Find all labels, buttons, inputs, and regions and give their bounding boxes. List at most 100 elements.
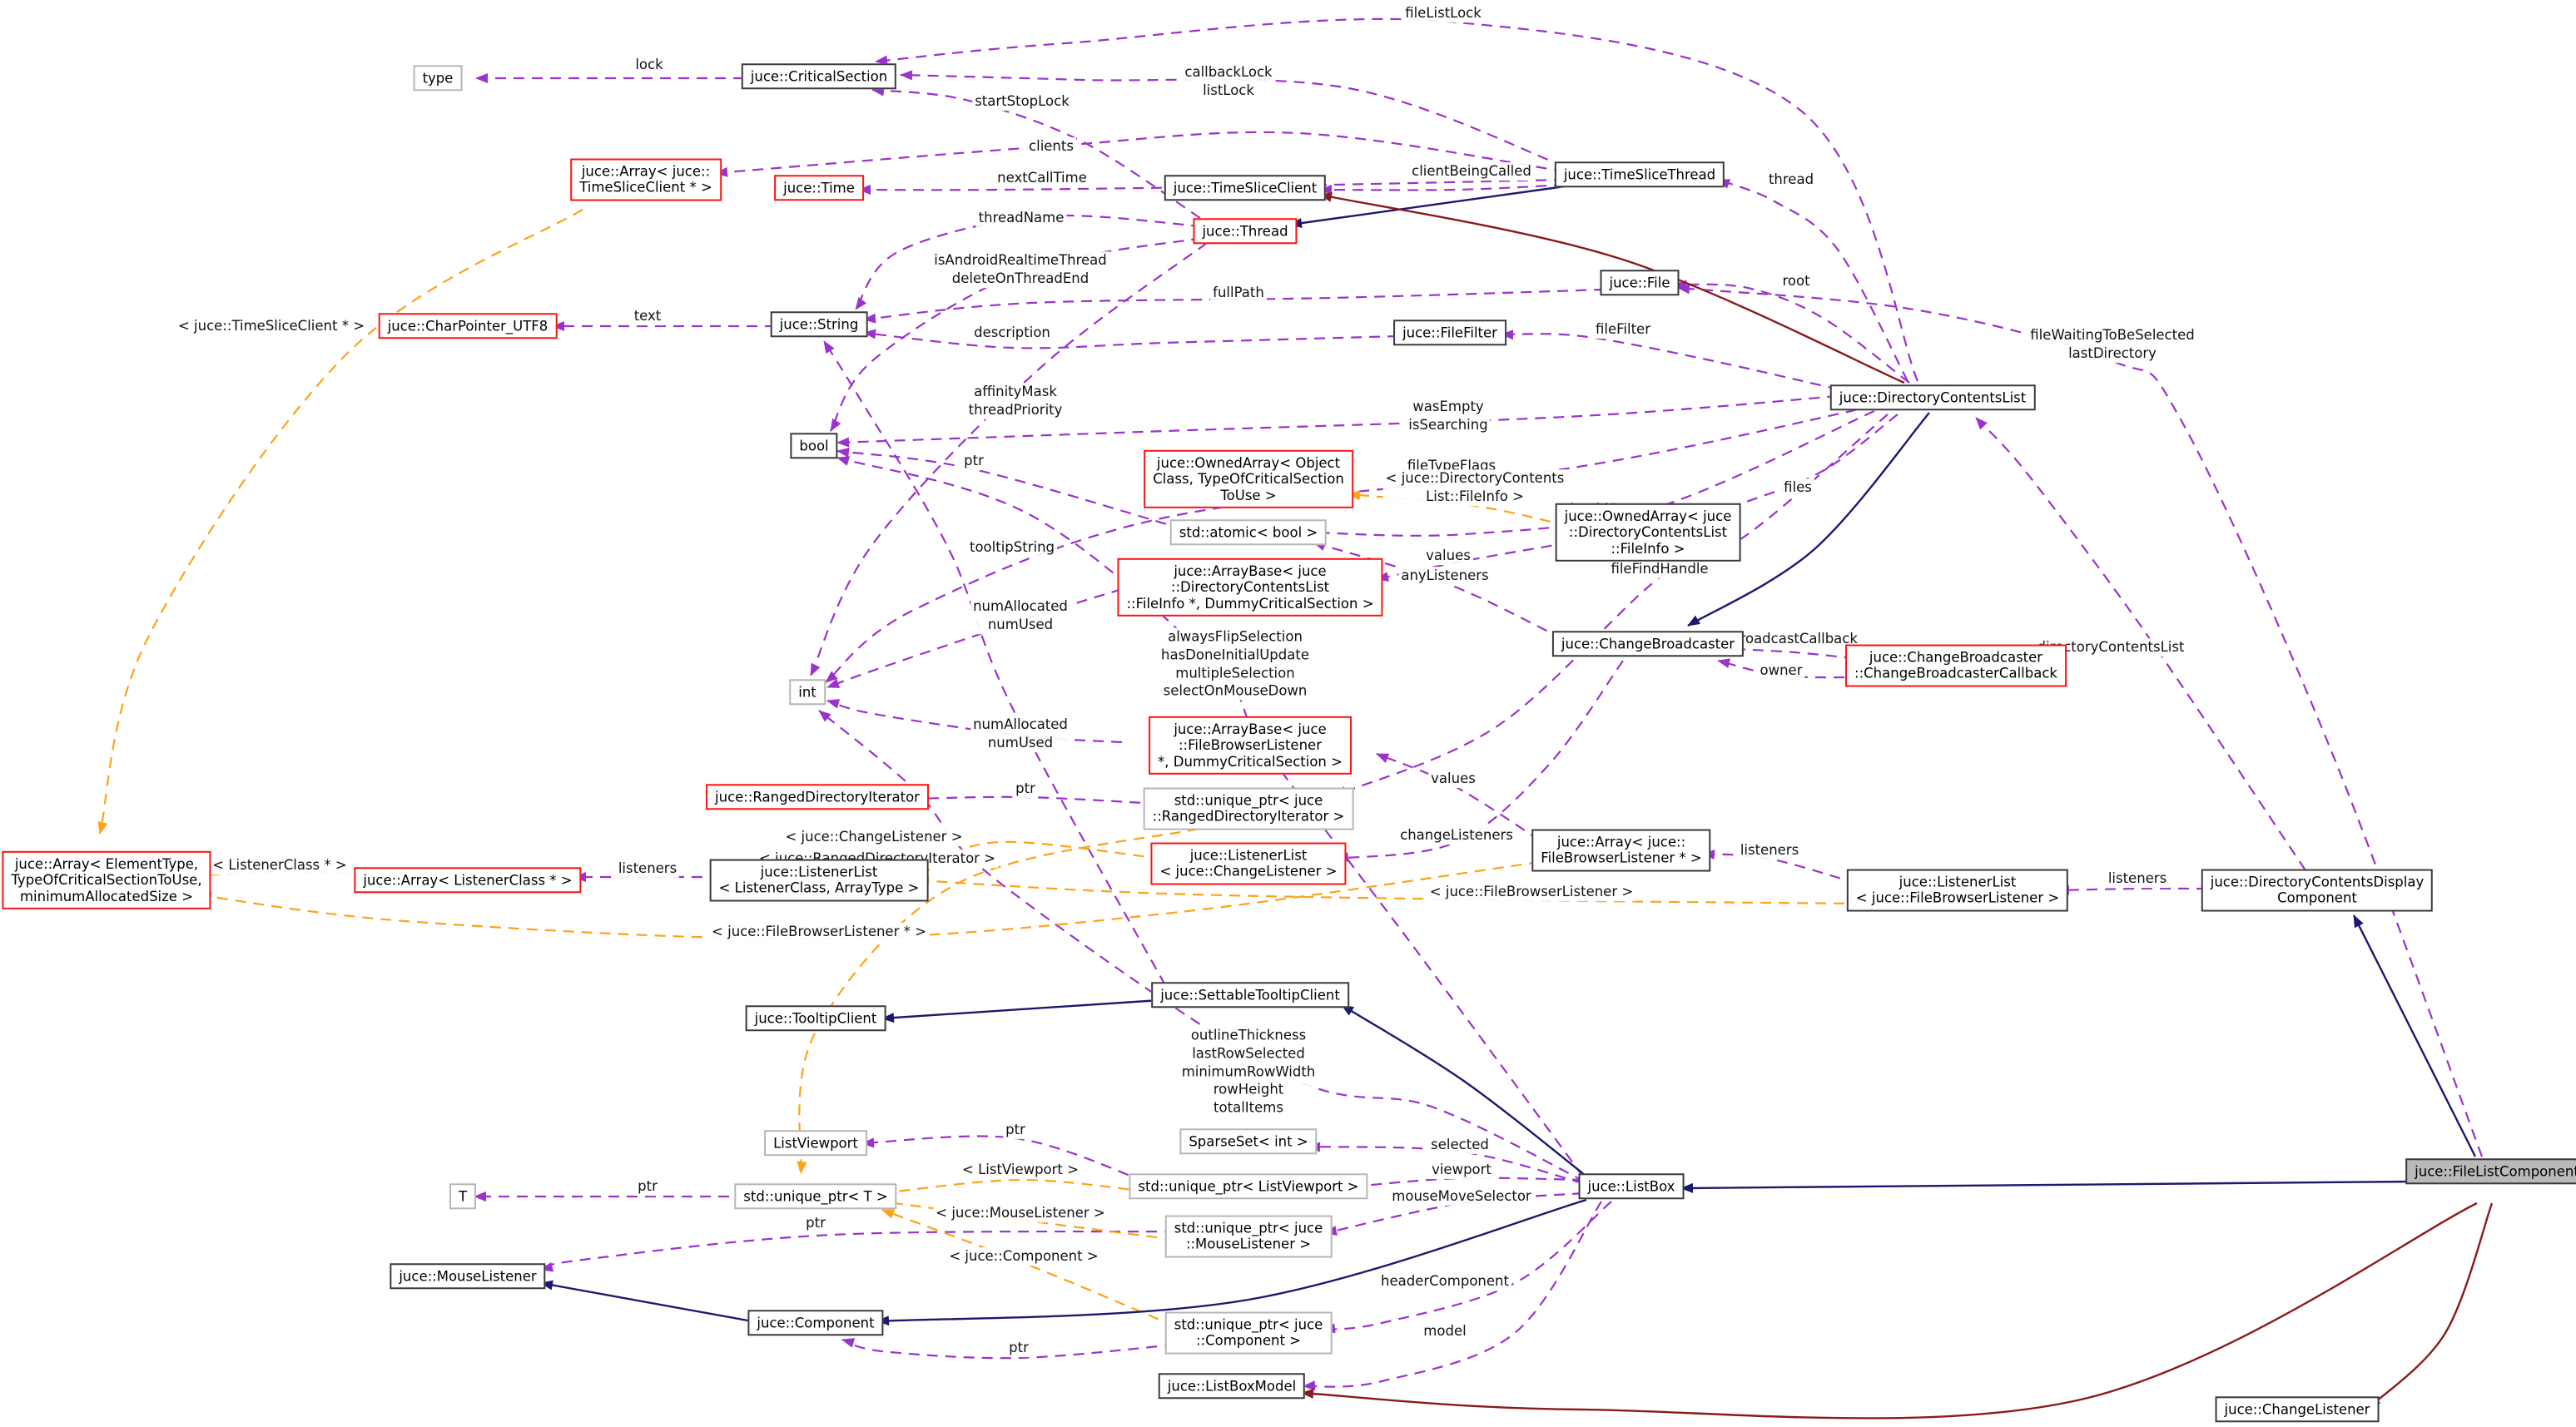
node-juce-changelistener[interactable]: juce::ChangeListener	[2215, 1396, 2380, 1423]
node-juce-listenerlist-template[interactable]: juce::ListenerList< ListenerClass, Array…	[709, 859, 929, 902]
node-label-line: ::DirectoryContentsList	[1568, 524, 1728, 541]
node-label-line: juce::ListenerList	[1898, 874, 2017, 890]
edge-directoryContentsList	[1975, 417, 2306, 871]
node-label-line: juce::Time	[783, 180, 855, 196]
node-label-line: juce::DirectoryContentsDisplay	[2210, 874, 2425, 890]
node-label-line: ListViewport	[773, 1135, 858, 1152]
edge-inherit-listbox-sttc	[1341, 1003, 1586, 1176]
edge-fileListLock	[875, 17, 1919, 382]
node-label-line: juce::Thread	[1202, 223, 1288, 240]
node-label-line: juce::SettableTooltipClient	[1160, 987, 1340, 1003]
edge-inherit-flc-listbox	[1680, 1180, 2416, 1193]
edge-fileWaitingToBeSelected-lastDirectory	[1677, 284, 2484, 1157]
edge-listeners-dcdc	[2057, 884, 2208, 895]
node-std-atomic-bool[interactable]: std::atomic< bool >	[1169, 519, 1328, 546]
node-juce-directorycontentslist[interactable]: juce::DirectoryContentsList	[1829, 384, 2036, 411]
node-std-unique-ptr-component[interactable]: std::unique_ptr< juce::Component >	[1164, 1311, 1333, 1355]
node-label-line: juce::OwnedArray< Object	[1156, 454, 1341, 471]
node-juce-criticalsection[interactable]: juce::CriticalSection	[741, 63, 897, 90]
node-label-line: std::atomic< bool >	[1179, 524, 1318, 541]
node-juce-changebroadcastercallback[interactable]: juce::ChangeBroadcaster::ChangeBroadcast…	[1845, 644, 2067, 687]
node-label-line: juce::ChangeBroadcaster	[1869, 649, 2043, 666]
node-label-line: juce::Array< juce::	[1556, 834, 1686, 850]
node-label-line: FileBrowserListener * >	[1541, 850, 1702, 866]
node-juce-array-template[interactable]: juce::Array< ElementType,TypeOfCriticalS…	[2, 850, 211, 910]
node-label-line: juce::ChangeListener	[2224, 1401, 2370, 1418]
node-std-unique-ptr-listviewport[interactable]: std::unique_ptr< ListViewport >	[1129, 1173, 1368, 1200]
node-label-line: int	[798, 684, 816, 701]
node-juce-array-timesliceclient[interactable]: juce::Array< juce::TimeSliceClient * >	[570, 158, 722, 201]
node-juce-listbox[interactable]: juce::ListBox	[1578, 1173, 1685, 1200]
node-juce-time[interactable]: juce::Time	[774, 175, 864, 201]
edge-viewport	[1353, 1177, 1584, 1191]
node-juce-thread[interactable]: juce::Thread	[1193, 218, 1298, 245]
edge-clientBeingCalled	[1319, 183, 1566, 196]
node-label-line: juce::Array< juce::	[581, 163, 711, 180]
node-label-line: ::FileInfo >	[1611, 540, 1685, 557]
node-juce-listboxmodel[interactable]: juce::ListBoxModel	[1158, 1373, 1306, 1400]
node-juce-arraybase-fileinfo[interactable]: juce::ArrayBase< juce::DirectoryContents…	[1117, 557, 1383, 617]
node-juce-rangeddirectoryiterator[interactable]: juce::RangedDirectoryIterator	[706, 784, 929, 810]
node-std-unique-ptr-t[interactable]: std::unique_ptr< T >	[734, 1183, 897, 1210]
node-listviewport[interactable]: ListViewport	[764, 1130, 867, 1157]
node-juce-array-filebrowserlistener[interactable]: juce::Array< juce::FileBrowserListener *…	[1531, 829, 1711, 872]
node-std-unique-ptr-rangeddirectoryiterator[interactable]: std::unique_ptr< juce::RangedDirectoryIt…	[1143, 787, 1354, 830]
node-juce-ownedarray-fileinfo[interactable]: juce::OwnedArray< juce::DirectoryContent…	[1555, 503, 1741, 562]
edge-fileFilter	[1501, 329, 1875, 399]
edge-changeListeners	[1336, 660, 1624, 863]
node-label-line: < juce::FileBrowserListener >	[1855, 890, 2060, 906]
edge-numAllocated-numUsed-1	[826, 587, 1123, 689]
node-label-line: juce::RangedDirectoryIterator	[715, 789, 920, 805]
node-juce-listenerlist-filebrowserlistener[interactable]: juce::ListenerList< juce::FileBrowserLis…	[1846, 869, 2069, 912]
edge-tmpl-uniqueptr-mouselistener	[881, 1197, 1176, 1241]
node-label-line: juce::FileListComponent	[2415, 1163, 2576, 1180]
edge-affinityMask-threadPriority	[810, 242, 1208, 676]
node-juce-charpointer-utf8[interactable]: juce::CharPointer_UTF8	[378, 313, 558, 339]
node-label-line: juce::ArrayBase< juce	[1174, 721, 1327, 737]
node-type[interactable]: type	[413, 65, 463, 92]
edge-tmpl-ownedarray	[1348, 490, 1569, 528]
node-label-line: juce::CriticalSection	[750, 68, 888, 85]
node-juce-tooltipclient[interactable]: juce::TooltipClient	[745, 1005, 886, 1032]
edge-tooltipString	[823, 340, 1166, 986]
node-label-line: *, DummyCriticalSection >	[1158, 753, 1343, 770]
node-label-line: TimeSliceClient * >	[579, 180, 712, 196]
node-juce-changebroadcaster[interactable]: juce::ChangeBroadcaster	[1551, 631, 1745, 657]
node-label-line: TypeOfCriticalSectionToUse,	[11, 872, 202, 889]
edge-fileTypeFlags	[825, 404, 1875, 683]
node-juce-file[interactable]: juce::File	[1600, 270, 1680, 296]
node-int[interactable]: int	[789, 679, 826, 706]
node-label-line: type	[422, 70, 454, 87]
node-label-line: juce::ChangeBroadcaster	[1561, 636, 1735, 652]
node-juce-arraybase-filebrowserlistener[interactable]: juce::ArrayBase< juce::FileBrowserListen…	[1149, 716, 1352, 775]
node-label-line: juce::FileFilter	[1402, 325, 1497, 341]
node-sparseset-int[interactable]: SparseSet< int >	[1179, 1128, 1318, 1155]
node-juce-component[interactable]: juce::Component	[747, 1310, 884, 1336]
node-label-line: juce::MouseListener	[399, 1268, 537, 1285]
node-label-line: std::unique_ptr< ListViewport >	[1138, 1178, 1359, 1195]
node-label-line: juce::Array< ListenerClass * >	[363, 872, 573, 889]
node-juce-timeslicethread[interactable]: juce::TimeSliceThread	[1554, 161, 1725, 188]
node-juce-string[interactable]: juce::String	[770, 311, 868, 338]
edge-inherit-flc-changelistener	[2368, 1202, 2494, 1409]
node-t-param[interactable]: T	[449, 1183, 477, 1210]
node-juce-listenerlist-changelistener[interactable]: juce::ListenerList< juce::ChangeListener…	[1150, 842, 1347, 885]
node-std-unique-ptr-mouselistener[interactable]: std::unique_ptr< juce::MouseListener >	[1164, 1215, 1333, 1258]
edge-inherit-flc-dcdc	[2352, 914, 2477, 1157]
node-label-line: juce::ListenerList	[1189, 847, 1308, 864]
node-label-line: minimumAllocatedSize >	[19, 888, 194, 904]
node-juce-array-listenerclass[interactable]: juce::Array< ListenerClass * >	[354, 867, 582, 894]
edge-tmpl-uniqueptr-listviewport	[881, 1178, 1148, 1197]
node-juce-filelistcomponent[interactable]: juce::FileListComponent	[2405, 1158, 2576, 1185]
node-juce-filefilter[interactable]: juce::FileFilter	[1393, 320, 1506, 346]
node-bool[interactable]: bool	[790, 433, 838, 459]
node-juce-settabletooltipclient[interactable]: juce::SettableTooltipClient	[1151, 982, 1349, 1008]
node-juce-timesliceclient[interactable]: juce::TimeSliceClient	[1164, 175, 1327, 201]
edge-fileFindHandle	[1334, 414, 1889, 797]
edge-tmpl-array-tsc	[97, 209, 583, 835]
node-juce-mouselistener[interactable]: juce::MouseListener	[390, 1263, 546, 1290]
